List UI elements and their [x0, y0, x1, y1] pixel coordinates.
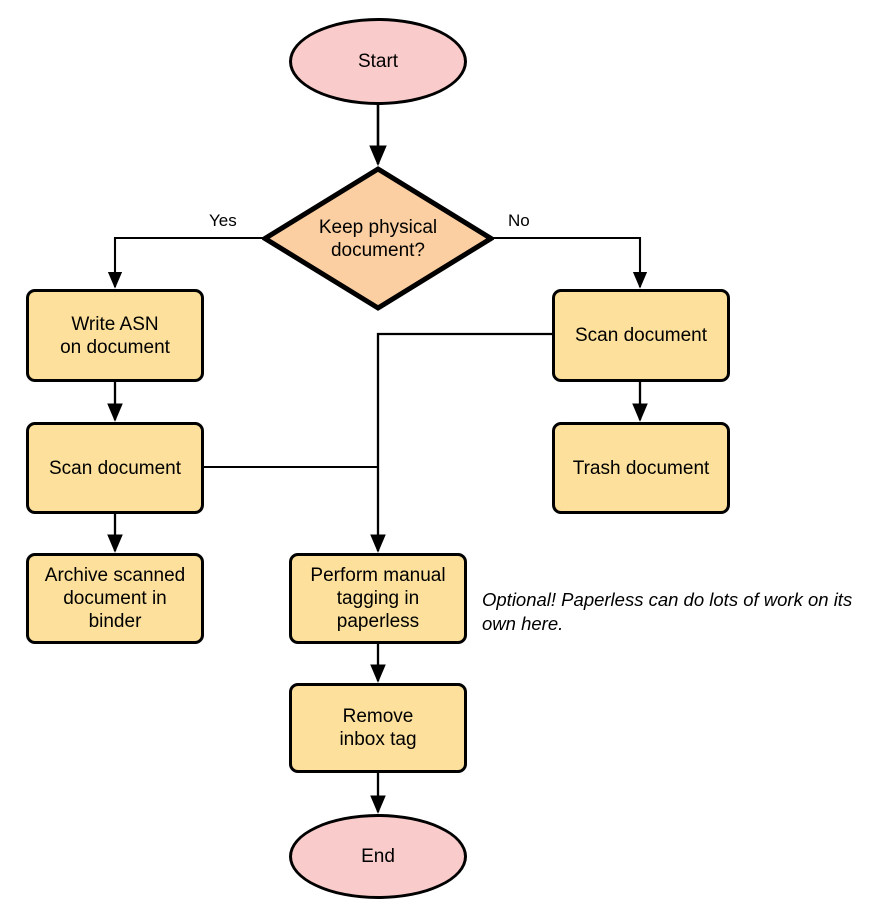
node-perform-manual-tagging[interactable]: Perform manual tagging in paperless	[289, 553, 467, 644]
node-scan-document-left-label: Scan document	[48, 457, 182, 479]
node-scan-document-left[interactable]: Scan document	[26, 422, 204, 514]
edge-label-yes: Yes	[209, 211, 237, 230]
edge-decision-yes-to-write-asn	[107, 236, 265, 289]
node-write-asn[interactable]: Write ASN on document	[26, 289, 204, 382]
node-decision-keep-physical-document[interactable]: Keep physical document?	[262, 166, 494, 311]
node-write-asn-label: Write ASN on document	[60, 313, 170, 358]
node-start[interactable]: Start	[289, 18, 467, 105]
node-scan-document-right[interactable]: Scan document	[552, 289, 730, 382]
node-decision-label: Keep physical document?	[318, 216, 438, 261]
node-remove-inbox-tag[interactable]: Remove inbox tag	[289, 683, 467, 773]
node-end-label: End	[361, 846, 395, 867]
node-trash-document-label: Trash document	[572, 457, 710, 479]
edge-label-no: No	[508, 211, 530, 230]
decision-diamond-shape	[262, 166, 494, 311]
note-optional-paperless: Optional! Paperless can do lots of work …	[482, 589, 853, 634]
node-remove-inbox-tag-label: Remove inbox tag	[339, 706, 417, 750]
node-archive-scanned-document[interactable]: Archive scanned document in binder	[26, 553, 204, 644]
node-trash-document[interactable]: Trash document	[552, 422, 730, 514]
edge-scan-right-to-manual-tag	[370, 332, 552, 553]
node-start-label: Start	[357, 51, 399, 72]
node-archive-scanned-document-label: Archive scanned document in binder	[44, 565, 186, 632]
node-end[interactable]: End	[289, 814, 467, 899]
node-scan-document-right-label: Scan document	[574, 325, 708, 346]
node-perform-manual-tagging-label: Perform manual tagging in paperless	[310, 565, 446, 632]
edge-decision-no-to-scan-right	[491, 236, 648, 289]
